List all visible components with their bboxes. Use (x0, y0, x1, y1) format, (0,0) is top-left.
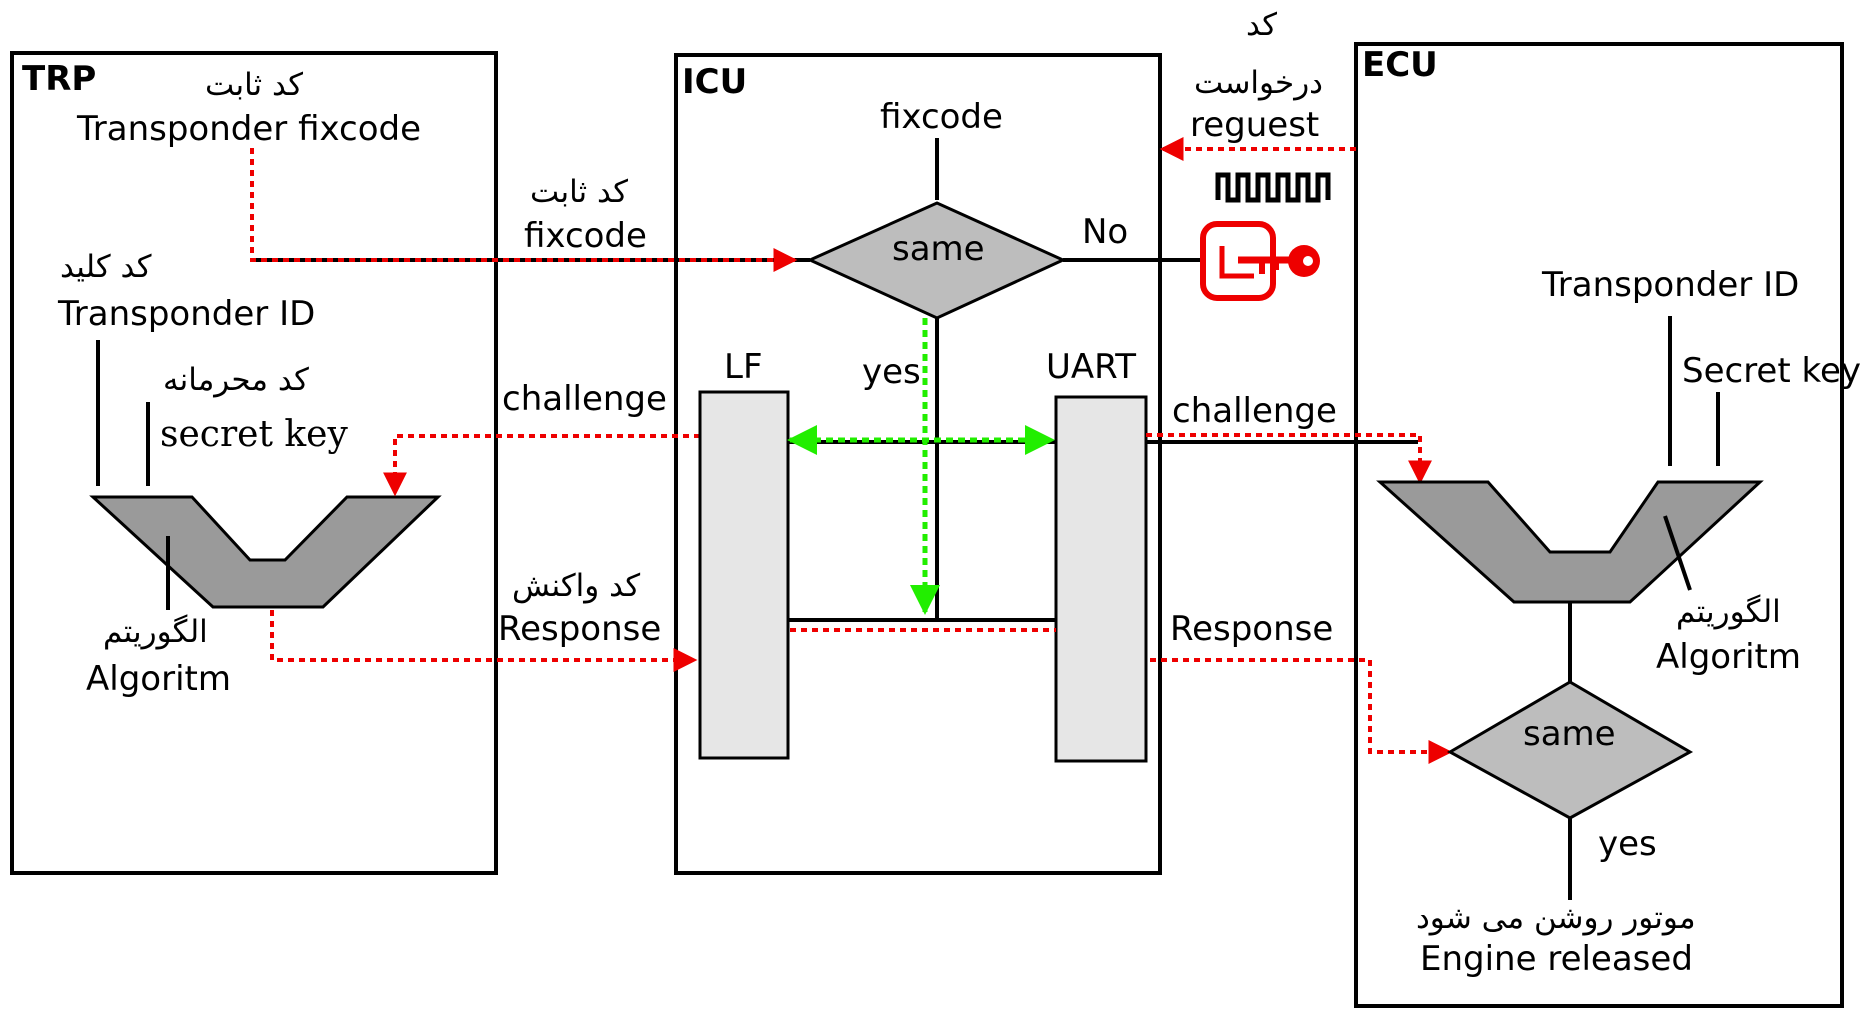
response-right-signal (1150, 658, 1453, 764)
icu-lf-port (698, 390, 790, 760)
icu-uart-port (1054, 395, 1148, 763)
request-fa-label-1: کد (1246, 7, 1277, 43)
trp-algorithm-block (89, 495, 442, 609)
icu-yes-label: yes (862, 352, 921, 392)
icu-title: ICU (682, 62, 747, 102)
fixcode-signal (250, 148, 798, 272)
response-left-signal (270, 610, 698, 672)
fixcode-link-label: fixcode (524, 216, 647, 256)
trp-fixcode-fa-label: کد ثابت (205, 67, 303, 103)
trp-algo-fa-label: الگوریتم (103, 614, 208, 650)
ecu-yes-label: yes (1598, 824, 1657, 864)
fixcode-fa-label: کد ثابت (530, 174, 628, 210)
request-fa-label-2: درخواست (1194, 65, 1323, 101)
icu-compare-label: same (892, 229, 985, 269)
ecu-compare-label: same (1523, 714, 1616, 754)
challenge-right-signal (1146, 433, 1432, 485)
icu-lf-label: LF (724, 347, 763, 387)
trp-id-fa-label: کد کلید (60, 249, 152, 285)
trp-fixcode-label: Transponder fixcode (76, 109, 421, 149)
challenge-right-label: challenge (1172, 391, 1337, 431)
immobilizer-key-icon (1200, 221, 1320, 301)
ecu-algo-fa-label: الگوریتم (1676, 594, 1781, 630)
challenge-left-signal (383, 434, 700, 497)
challenge-left-label: challenge (502, 379, 667, 419)
trp-block (10, 51, 498, 875)
icu-fixcode-label: fixcode (880, 97, 1003, 137)
ecu-algo-label: Algoritm (1656, 637, 1801, 677)
ecu-secret-label: Secret key (1682, 351, 1861, 391)
pulse-train-icon (1215, 172, 1331, 203)
ecu-title: ECU (1362, 45, 1438, 85)
response-right-label: Response (1170, 609, 1333, 649)
trp-id-label: Transponder ID (57, 294, 315, 334)
trp-title: TRP (22, 59, 96, 99)
ecu-block (1354, 42, 1844, 1008)
ecu-algorithm-block (1376, 480, 1764, 604)
ecu-id-label: Transponder ID (1541, 265, 1799, 305)
icu-uart-label: UART (1046, 347, 1136, 387)
ecu-compare-diamond (1446, 680, 1694, 820)
response-left-label: Response (498, 609, 661, 649)
icu-no-label: No (1082, 212, 1128, 252)
trp-algo-label: Algoritm (86, 659, 231, 699)
ecu-engine-fa-label: موتور روشن می شود (1416, 900, 1696, 936)
request-label: reguest (1190, 105, 1319, 145)
ecu-engine-label: Engine released (1420, 939, 1693, 979)
response-fa-label: کد واکنش (512, 568, 640, 604)
icu-block (674, 53, 1162, 875)
ecu-algo-label-tick (1663, 515, 1692, 591)
trp-secret-label: secret key (160, 414, 348, 455)
trp-secret-fa-label: کد محرمانه (163, 362, 309, 398)
